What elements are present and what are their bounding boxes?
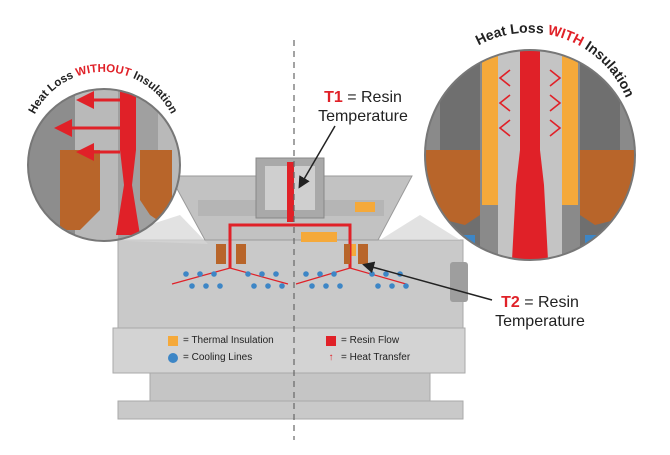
zoom-circle-with-insulation bbox=[380, 49, 636, 261]
cooling-line-dot bbox=[265, 283, 271, 289]
cooling-line-dot bbox=[323, 283, 329, 289]
cooling-line-dot bbox=[251, 283, 257, 289]
cooling-line-dot bbox=[383, 271, 389, 277]
legend-heat-transfer: ↑ = Heat Transfer bbox=[326, 352, 411, 363]
cooling-line-dot bbox=[309, 283, 315, 289]
insulation-swatch bbox=[168, 335, 178, 346]
cooling-line-dot bbox=[245, 271, 251, 277]
t1-pointer bbox=[298, 125, 336, 189]
cooling-line-dot bbox=[375, 283, 381, 289]
cooling-line-dot bbox=[331, 271, 337, 277]
cooling-line-dot bbox=[389, 283, 395, 289]
cooling-line-dot bbox=[369, 271, 375, 277]
cooling-line-dot bbox=[279, 283, 285, 289]
cavity-outline bbox=[171, 267, 407, 285]
t2-line2: Temperature bbox=[495, 313, 585, 330]
t1-tag: T1 bbox=[324, 89, 343, 106]
cooling-line-dot bbox=[197, 271, 203, 277]
legend-thermal-insulation: = Thermal Insulation bbox=[168, 335, 274, 346]
mold-base bbox=[112, 239, 468, 420]
t2-tag: T2 bbox=[501, 294, 520, 311]
nozzles bbox=[216, 244, 368, 264]
t2-callout: T2 = Resin Temperature bbox=[485, 293, 595, 331]
cooling-swatch bbox=[168, 352, 178, 363]
legend-resin-flow-label: = Resin Flow bbox=[341, 335, 400, 346]
cooling-line-dot bbox=[273, 271, 279, 277]
legend-thermal-insulation-label: = Thermal Insulation bbox=[183, 335, 274, 346]
legend-heat-transfer-label: = Heat Transfer bbox=[341, 352, 411, 363]
legend-cooling-lines-label: = Cooling Lines bbox=[183, 352, 253, 363]
cooling-line-dot bbox=[189, 283, 195, 289]
cooling-line-dot bbox=[317, 271, 323, 277]
t1-rest: = Resin bbox=[347, 89, 402, 106]
cooling-line-dot bbox=[203, 283, 209, 289]
cooling-lines bbox=[183, 271, 409, 289]
t1-callout: T1 = Resin Temperature bbox=[308, 88, 418, 126]
cooling-line-dot bbox=[183, 271, 189, 277]
cooling-line-dot bbox=[337, 283, 343, 289]
legend-resin-flow: = Resin Flow bbox=[326, 335, 399, 346]
sprue bbox=[287, 162, 294, 222]
cooling-line-dot bbox=[217, 283, 223, 289]
t2-pointer bbox=[362, 261, 493, 301]
insulation-pads bbox=[301, 202, 375, 256]
resin-swatch bbox=[326, 335, 336, 346]
cooling-line-dot bbox=[403, 283, 409, 289]
heat-arrow-icon: ↑ bbox=[328, 352, 334, 363]
cooling-line-dot bbox=[259, 271, 265, 277]
legend-cooling-lines: = Cooling Lines bbox=[168, 352, 252, 363]
zoom-circle-without-insulation bbox=[27, 88, 208, 244]
t1-line2: Temperature bbox=[318, 108, 408, 125]
cooling-line-dot bbox=[211, 271, 217, 277]
cooling-line-dot bbox=[303, 271, 309, 277]
t2-rest: = Resin bbox=[524, 294, 579, 311]
